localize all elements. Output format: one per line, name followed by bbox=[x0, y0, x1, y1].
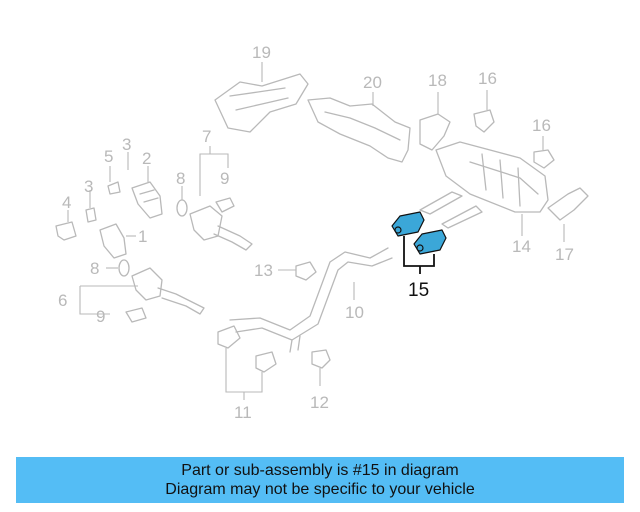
callout-5: 5 bbox=[104, 147, 113, 166]
callout-12: 12 bbox=[310, 393, 329, 412]
banner-line-1: Part or sub-assembly is #15 in diagram bbox=[181, 462, 459, 479]
part-20-heat-shield: 20 bbox=[307, 73, 411, 163]
part-17-tailpipe: 17 bbox=[547, 187, 589, 264]
part-4-bracket: 4 bbox=[55, 193, 77, 241]
callout-17: 17 bbox=[555, 245, 574, 264]
callout-1: 1 bbox=[138, 227, 147, 246]
part-7-front-pipe: 7 bbox=[189, 127, 253, 251]
callout-7: 7 bbox=[202, 127, 211, 146]
part-9-gasket-lower: 9 bbox=[96, 307, 147, 326]
part-6-front-pipe: 6 bbox=[58, 267, 205, 315]
callout-19: 19 bbox=[252, 43, 271, 62]
part-13-hanger: 13 bbox=[254, 261, 317, 281]
callout-8-lower: 8 bbox=[90, 259, 99, 278]
part-8-seal-upper: 8 bbox=[176, 169, 188, 217]
banner-line-2: Diagram may not be specific to your vehi… bbox=[165, 481, 475, 498]
callout-16-right: 16 bbox=[532, 116, 551, 135]
part-15-clamps-highlighted: 15 bbox=[391, 211, 447, 301]
callout-11: 11 bbox=[234, 403, 252, 422]
callout-16-top: 16 bbox=[478, 69, 497, 88]
part-1-downpipe: 1 bbox=[99, 223, 147, 259]
part-2-catalytic-converter: 2 bbox=[131, 149, 163, 219]
part-16-hanger-right: 16 bbox=[532, 116, 555, 169]
part-8-seal-lower: 8 bbox=[90, 259, 130, 278]
callout-13: 13 bbox=[254, 261, 273, 280]
part-3-5-sensor: 3 5 3 bbox=[84, 135, 131, 223]
callout-15: 15 bbox=[408, 280, 429, 301]
part-10-center-pipe: 10 bbox=[229, 247, 393, 353]
callout-14: 14 bbox=[512, 237, 531, 256]
part-11-clamps: 11 bbox=[217, 325, 277, 422]
part-18-bracket: 18 bbox=[419, 71, 451, 151]
callout-8-upper: 8 bbox=[176, 169, 185, 188]
callout-4: 4 bbox=[62, 193, 71, 212]
callout-10: 10 bbox=[345, 303, 364, 322]
exhaust-system-diagram: 19 20 18 16 16 14 17 bbox=[55, 43, 589, 422]
info-banner: Part or sub-assembly is #15 in diagram D… bbox=[16, 457, 624, 503]
callout-18: 18 bbox=[428, 71, 447, 90]
part-19-heat-shield: 19 bbox=[214, 43, 309, 133]
part-14-rear-muffler: 14 bbox=[419, 141, 549, 256]
callout-2: 2 bbox=[142, 149, 151, 168]
callout-3-lower: 3 bbox=[84, 177, 93, 196]
callout-9-lower: 9 bbox=[96, 307, 105, 326]
callout-3-upper: 3 bbox=[122, 135, 131, 154]
callout-20: 20 bbox=[363, 73, 382, 92]
callout-9-upper: 9 bbox=[220, 169, 229, 188]
part-12-hanger: 12 bbox=[310, 349, 331, 412]
callout-6: 6 bbox=[58, 291, 67, 310]
part-16-hanger-top: 16 bbox=[473, 69, 497, 133]
part-9-gasket-upper: 9 bbox=[215, 169, 235, 213]
